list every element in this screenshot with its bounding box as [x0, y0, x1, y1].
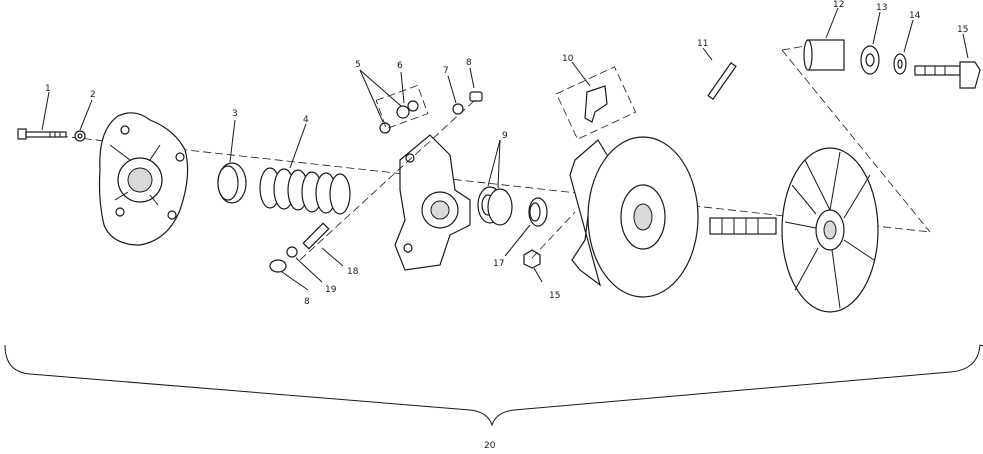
nut-part-15-lower — [523, 249, 541, 269]
washer-part-13 — [860, 45, 880, 75]
callout-3: 3 — [232, 109, 238, 119]
callout-12: 12 — [833, 0, 844, 10]
parts-5-6-box — [375, 84, 429, 130]
pin-part-18 — [302, 222, 330, 250]
rollers-part-9 — [477, 186, 513, 226]
bushing-part-17 — [528, 197, 548, 227]
nut-part-19 — [286, 246, 298, 258]
center-axis-line — [59, 135, 931, 233]
shaft — [709, 217, 777, 235]
callout-6: 6 — [397, 61, 403, 71]
assembly-brace-20 — [4, 344, 983, 427]
callout-8-top: 8 — [466, 58, 472, 68]
cap-part-8-bottom — [269, 259, 287, 273]
part-15-guide-line — [531, 211, 576, 259]
callout-11: 11 — [697, 39, 708, 49]
callout-labels: 1 2 3 4 5 6 7 8 9 10 11 12 13 14 15 15 1… — [45, 0, 968, 451]
callout-14: 14 — [909, 11, 921, 21]
bracket-part-10 — [584, 85, 608, 123]
callout-5: 5 — [355, 60, 361, 70]
callout-7: 7 — [443, 66, 449, 76]
fan-sheave — [781, 147, 879, 313]
cap-part-8-top — [469, 91, 483, 102]
nut-part-6 — [396, 100, 419, 119]
callout-15-lower: 15 — [549, 291, 560, 301]
washer-part-14 — [893, 53, 907, 75]
callout-2: 2 — [90, 90, 96, 100]
spring-part-4 — [259, 167, 351, 215]
leader-lines — [41, 7, 969, 291]
washer-part-7 — [452, 103, 464, 115]
spider-assembly — [394, 134, 471, 271]
ring-part-3 — [217, 162, 247, 204]
callout-4: 4 — [303, 115, 309, 125]
callout-19: 19 — [325, 285, 337, 295]
washer-part-2 — [74, 130, 86, 142]
nut-part-5 — [379, 122, 391, 134]
callout-8-bottom: 8 — [304, 297, 310, 307]
bolt-part-15-upper — [914, 61, 981, 89]
clutch-sheave — [569, 136, 699, 298]
callout-15-upper: 15 — [957, 25, 968, 35]
callout-9: 9 — [502, 131, 508, 141]
callout-18: 18 — [347, 267, 359, 277]
spacer-part-12 — [803, 39, 845, 71]
pin-guide-line — [299, 99, 476, 261]
bolt-part-11 — [707, 62, 737, 100]
callout-20: 20 — [484, 441, 496, 451]
callout-13: 13 — [876, 3, 887, 13]
callout-1: 1 — [45, 84, 51, 94]
bolt-part-1 — [17, 128, 67, 140]
callout-10: 10 — [562, 54, 574, 64]
callout-17: 17 — [493, 259, 504, 269]
cover-plate — [98, 112, 189, 246]
